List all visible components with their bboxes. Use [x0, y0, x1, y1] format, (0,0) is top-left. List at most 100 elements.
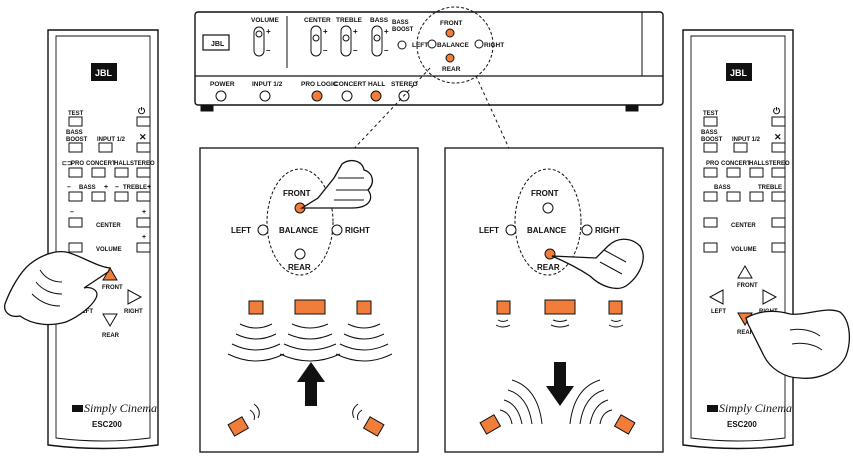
unit-front-label: FRONT: [440, 20, 462, 27]
svg-text:BOOST: BOOST: [66, 137, 88, 143]
remote-right-rear-label: REAR: [737, 330, 755, 336]
remote-right-test-label: TEST: [703, 111, 719, 117]
svg-text:+: +: [147, 184, 151, 191]
svg-text:+: +: [353, 27, 358, 36]
svg-text:⏻: ⏻: [773, 106, 781, 116]
remote-center-label: CENTER: [96, 223, 121, 229]
remote-right-bass-label: BASS: [714, 185, 731, 191]
speaker-icon: [362, 416, 385, 437]
speaker-icon: [613, 414, 636, 435]
scene-rear-panel: FRONT LEFT BALANCE RIGHT REAR: [444, 147, 664, 453]
hand-pointer-icon: [4, 250, 111, 326]
unit-power-label: POWER: [210, 81, 235, 88]
speaker-icon: [544, 299, 576, 315]
power-icon: ⏻: [138, 106, 146, 116]
panel2-right-label: RIGHT: [595, 226, 620, 235]
svg-text:BASS: BASS: [701, 130, 718, 136]
svg-text:+: +: [142, 209, 146, 216]
unit-center-label: CENTER: [304, 17, 331, 24]
remote-rear-label: REAR: [102, 333, 120, 339]
unit-hall-label: HALL: [368, 81, 385, 88]
panel2-balance-label: BALANCE: [527, 226, 567, 235]
remote-right: JBL TEST ⏻ BASS BOOST INPUT 1/2 ✕ PRO C: [682, 29, 851, 450]
speaker-icon: [479, 414, 502, 435]
unit-input-label: INPUT 1/2: [252, 81, 283, 88]
svg-text:–: –: [384, 46, 389, 55]
svg-text:+: +: [104, 184, 108, 191]
remote-volume-label: VOLUME: [96, 247, 122, 253]
svg-text:–: –: [353, 46, 358, 55]
remote-right-input-label: INPUT 1/2: [732, 137, 761, 143]
remote-bass-label: BASS: [79, 185, 96, 191]
svg-text:⊏⊐: ⊏⊐: [62, 160, 72, 167]
remote-hall-label: HALL: [114, 161, 130, 167]
remote-stereo-label: STEREO: [130, 161, 155, 167]
svg-text:–: –: [266, 46, 271, 55]
unit-stereo-label: STEREO: [391, 81, 418, 88]
remote-pro-label: PRO: [71, 161, 84, 167]
speaker-icon: [294, 299, 326, 315]
svg-text:+: +: [323, 27, 328, 36]
panel2-rear-label: REAR: [537, 263, 560, 272]
panel1-balance-label: BALANCE: [279, 226, 319, 235]
unit-left-label: LEFT: [412, 42, 428, 49]
svg-text:BOOST: BOOST: [392, 27, 414, 33]
unit-logo: JBL: [211, 41, 225, 48]
unit-right-label: RIGHT: [484, 42, 504, 49]
remote-right-brand: Simply Cinema: [719, 401, 792, 415]
svg-text:+: +: [142, 234, 146, 241]
unit-treble-label: TREBLE: [336, 17, 363, 24]
remote-right-pro-label: PRO: [706, 161, 719, 167]
panel1-right-label: RIGHT: [345, 226, 370, 235]
unit-rear-label: REAR: [442, 66, 461, 73]
svg-text:+: +: [266, 27, 271, 36]
unit-bass-label: BASS: [370, 17, 389, 24]
hand-pointer-icon: [745, 309, 851, 379]
remote-concert-label: CONCERT: [86, 161, 116, 167]
scene-front-panel: FRONT LEFT BALANCE RIGHT REAR: [199, 147, 419, 453]
remote-right-center-label: CENTER: [731, 223, 756, 229]
speaker-icon: [608, 300, 623, 315]
arrow-down-icon: [546, 362, 574, 406]
remote-right-logo: JBL: [730, 68, 748, 78]
svg-text:–: –: [70, 209, 74, 216]
unit-volume-label: VOLUME: [251, 17, 279, 24]
remote-model: ESC200: [92, 420, 122, 429]
remote-left: JBL TEST ⏻ BASS BOOST INPUT 1/2 ✕ ⊏⊐ PR: [4, 29, 159, 450]
mute-icon: ✕: [139, 132, 147, 142]
remote-right-left-label: LEFT: [711, 309, 726, 315]
remote-right-model: ESC200: [727, 420, 757, 429]
speaker-icon: [227, 416, 250, 437]
speaker-icon: [356, 300, 372, 315]
remote-left-label: LEFT: [78, 309, 93, 315]
panel1-rear-label: REAR: [288, 263, 311, 272]
remote-right-front-label: FRONT: [737, 283, 758, 289]
svg-text:+: +: [384, 27, 389, 36]
panel1-left-label: LEFT: [231, 226, 251, 235]
remote-right-concert-label: CONCERT: [721, 161, 751, 167]
unit-prologic-label: PRO LOGIC: [301, 81, 338, 88]
remote-front-label: FRONT: [102, 285, 123, 291]
remote-brand: Simply Cinema: [84, 401, 157, 415]
svg-text:–: –: [323, 46, 328, 55]
speaker-icon: [496, 300, 511, 315]
svg-text:BOOST: BOOST: [701, 137, 723, 143]
unit-balance-label: BALANCE: [437, 42, 469, 49]
panel2-left-label: LEFT: [479, 226, 499, 235]
receiver-labels: JBL VOLUME + – CENTER TREBLE BASS + – + …: [210, 17, 504, 88]
unit-concert-label: CONCERT: [334, 81, 366, 88]
hand-pointer-icon: [551, 238, 644, 290]
remote-input-label: INPUT 1/2: [97, 137, 126, 143]
remote-test-label: TEST: [68, 111, 84, 117]
remote-right-hall-label: HALL: [749, 161, 765, 167]
remote-right-label: RIGHT: [124, 309, 143, 315]
panel2-front-label: FRONT: [531, 189, 559, 198]
arrow-up-icon: [297, 362, 325, 406]
remote-bassboost-label: BASS: [66, 130, 83, 136]
remote-right-treble-label: TREBLE: [758, 185, 782, 191]
panel1-front-label: FRONT: [283, 189, 311, 198]
speaker-icon: [248, 300, 264, 315]
remote-right-stereo-label: STEREO: [765, 161, 790, 167]
